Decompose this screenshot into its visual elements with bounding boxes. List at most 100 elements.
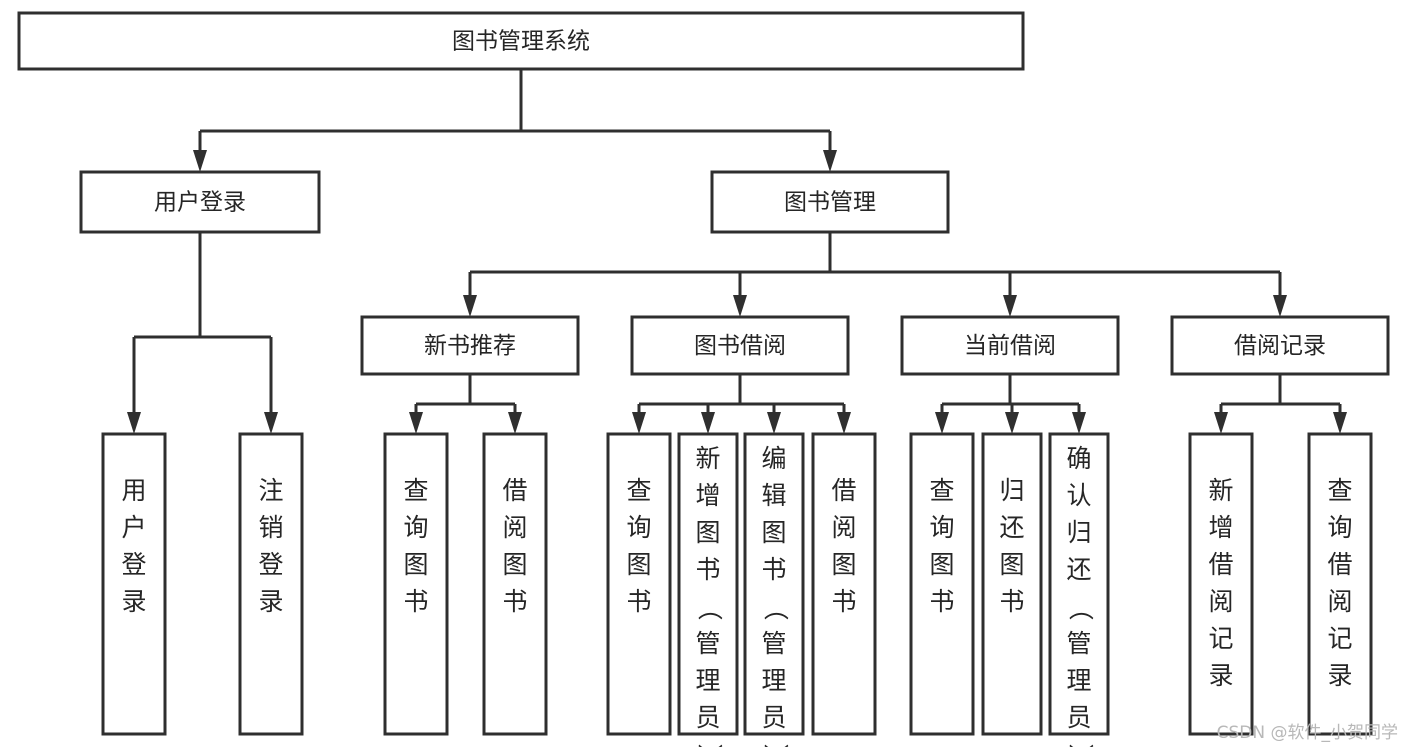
node-label-char: 归 bbox=[1066, 518, 1091, 547]
node-label-char: 询 bbox=[626, 513, 651, 542]
node-label-char: 还 bbox=[1066, 555, 1091, 584]
node-box[interactable] bbox=[981, 432, 1043, 736]
node-box[interactable] bbox=[900, 315, 1120, 376]
node-box[interactable] bbox=[677, 432, 739, 736]
node-label: 新书推荐 bbox=[424, 333, 516, 359]
connector-c-book-manage bbox=[463, 232, 1287, 317]
node-box[interactable] bbox=[101, 432, 167, 736]
node-box[interactable] bbox=[630, 315, 850, 376]
arrowhead-icon bbox=[701, 412, 715, 434]
node-box[interactable] bbox=[1048, 432, 1110, 736]
node-box[interactable] bbox=[79, 170, 321, 234]
node-label-char: 员 bbox=[1066, 703, 1091, 732]
node-box[interactable] bbox=[482, 432, 548, 736]
nodes-layer: 图书管理系统用户登录图书管理新书推荐图书借阅当前借阅借阅记录用户登录注销登录查询… bbox=[17, 11, 1390, 747]
node-label-char: 查 bbox=[1327, 476, 1352, 505]
node-book-borrow[interactable]: 图书借阅 bbox=[630, 315, 850, 376]
node-label-char: 录 bbox=[258, 587, 283, 616]
arrowhead-icon bbox=[409, 412, 423, 434]
node-label-char: 新 bbox=[695, 444, 720, 473]
arrowhead-icon bbox=[264, 412, 278, 434]
node-box[interactable] bbox=[1188, 432, 1254, 736]
node-label-char: 记 bbox=[1327, 624, 1352, 653]
node-box[interactable] bbox=[1170, 315, 1390, 376]
node-label-char: 理 bbox=[761, 666, 786, 695]
arrowhead-icon bbox=[823, 150, 837, 172]
node-label-char: 管 bbox=[1066, 629, 1091, 658]
node-label-char: 书 bbox=[929, 587, 954, 616]
node-label-char: 借 bbox=[831, 476, 856, 505]
node-label-char: 销 bbox=[258, 513, 283, 542]
node-root[interactable]: 图书管理系统 bbox=[17, 11, 1025, 71]
node-box[interactable] bbox=[360, 315, 580, 376]
node-new-book-rec[interactable]: 新书推荐 bbox=[360, 315, 580, 376]
node-box[interactable] bbox=[811, 432, 877, 736]
node-label-char: （ bbox=[761, 595, 790, 620]
node-label-char: （ bbox=[1066, 595, 1095, 620]
node-box[interactable] bbox=[710, 170, 950, 234]
node-label-char: 借 bbox=[1208, 550, 1233, 579]
node-label-char: （ bbox=[695, 595, 724, 620]
node-label: 图书管理系统 bbox=[452, 29, 590, 55]
node-user-login[interactable]: 用户登录 bbox=[79, 170, 321, 234]
node-label-char: 图 bbox=[761, 518, 786, 547]
node-label-char: ） bbox=[695, 743, 724, 747]
connector-c-book-borrow bbox=[632, 374, 851, 434]
node-box[interactable] bbox=[383, 432, 449, 736]
arrowhead-icon bbox=[767, 412, 781, 434]
connector-c-root bbox=[193, 69, 837, 172]
arrowhead-icon bbox=[508, 412, 522, 434]
node-book-manage[interactable]: 图书管理 bbox=[710, 170, 950, 234]
node-label-char: 录 bbox=[1208, 661, 1233, 690]
node-label-char: 员 bbox=[761, 703, 786, 732]
node-box[interactable] bbox=[743, 432, 805, 736]
node-label-char: 查 bbox=[403, 476, 428, 505]
arrowhead-icon bbox=[193, 150, 207, 172]
node-box[interactable] bbox=[606, 432, 672, 736]
arrowhead-icon bbox=[127, 412, 141, 434]
node-label-char: 借 bbox=[1327, 550, 1352, 579]
node-label-char: 增 bbox=[1208, 513, 1233, 542]
node-label-char: 管 bbox=[695, 629, 720, 658]
node-box[interactable] bbox=[238, 432, 304, 736]
node-label-char: 查 bbox=[626, 476, 651, 505]
node-label: 图书管理 bbox=[784, 190, 876, 216]
node-box[interactable] bbox=[17, 11, 1025, 71]
node-label-char: ） bbox=[761, 743, 790, 747]
arrowhead-icon bbox=[1333, 412, 1347, 434]
node-borrow-record[interactable]: 借阅记录 bbox=[1170, 315, 1390, 376]
node-label-char: 理 bbox=[1066, 666, 1091, 695]
node-current-borrow[interactable]: 当前借阅 bbox=[900, 315, 1120, 376]
arrowhead-icon bbox=[837, 412, 851, 434]
node-leaf-user-login[interactable]: 用户登录 bbox=[101, 432, 167, 736]
node-label-char: 询 bbox=[929, 513, 954, 542]
node-label-char: 阅 bbox=[1327, 587, 1352, 616]
node-box[interactable] bbox=[909, 432, 975, 736]
node-label-char: 书 bbox=[403, 587, 428, 616]
connector-c-user-login bbox=[127, 232, 278, 434]
csdn-watermark: CSDN @软件_小贺同学 bbox=[1217, 723, 1398, 743]
node-label-char: 图 bbox=[695, 518, 720, 547]
node-box[interactable] bbox=[1307, 432, 1373, 736]
node-label-char: 登 bbox=[121, 550, 146, 579]
node-label-char: 询 bbox=[1327, 513, 1352, 542]
